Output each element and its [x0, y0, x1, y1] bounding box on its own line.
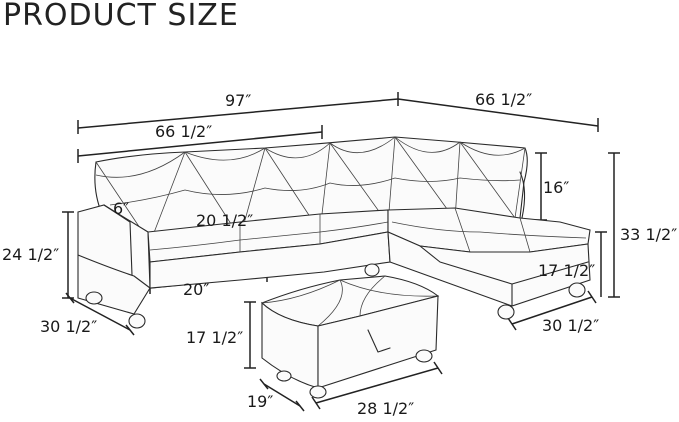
label-ottoman-width: 28 1/2″ [357, 399, 414, 418]
label-seat-depth-top: 20 1/2″ [196, 211, 253, 230]
label-seat-depth: 20″ [183, 280, 209, 299]
label-arm-height: 24 1/2″ [2, 245, 59, 264]
label-chaise-seat-height: 17 1/2″ [538, 261, 595, 280]
storage-ottoman [260, 275, 440, 399]
ottoman-handle [367, 329, 391, 353]
sofa-leg [85, 291, 103, 305]
ottoman-leg [276, 370, 292, 382]
label-chaise-width: 30 1/2″ [542, 316, 599, 335]
label-sofa-depth: 30 1/2″ [40, 317, 97, 336]
ottoman-leg [309, 385, 327, 399]
label-chaise-length: 66 1/2″ [475, 90, 532, 109]
chaise-base [387, 231, 591, 307]
ottoman-leg [415, 349, 433, 363]
ottoman-side [317, 295, 439, 389]
sofa-leg [128, 313, 146, 329]
sofa-leg [497, 304, 515, 320]
page-title: PRODUCT SIZE [3, 0, 239, 33]
label-arm-width: 6″ [113, 199, 129, 218]
sofa-leg [568, 282, 586, 298]
dimension-labels: 97″ 66 1/2″ 66 1/2″ 6″ 20 1/2″ 24 1/2″ 2… [2, 90, 677, 418]
label-overall-width: 97″ [225, 91, 251, 110]
sofa-leg [364, 263, 380, 277]
label-ottoman-depth: 19″ [247, 392, 273, 411]
label-sofa-width: 66 1/2″ [155, 122, 212, 141]
label-ottoman-height: 17 1/2″ [186, 328, 243, 347]
label-back-height: 16″ [543, 178, 569, 197]
dimension-lines [62, 92, 620, 412]
label-overall-height: 33 1/2″ [620, 225, 677, 244]
sectional-sofa [77, 136, 591, 329]
